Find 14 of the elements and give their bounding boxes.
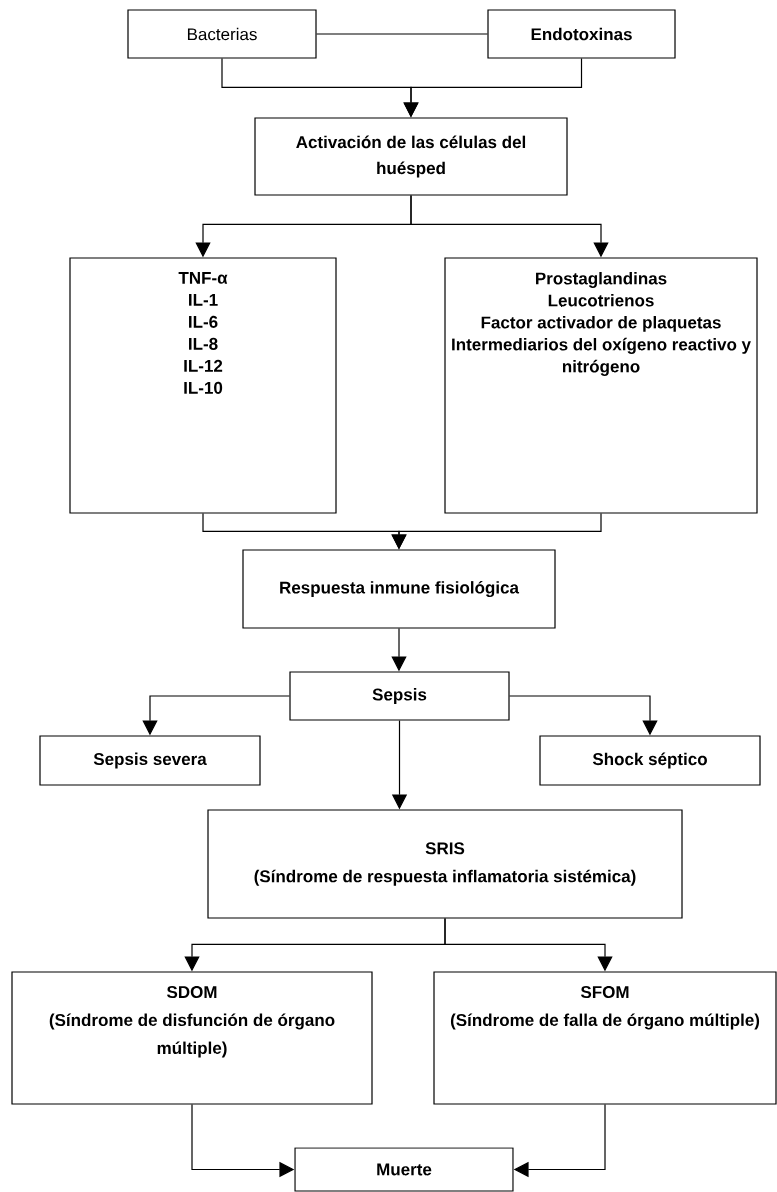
process-box: TNF-α IL-1 IL-6 IL-8 IL-12 IL-10 (69, 257, 337, 514)
process-box: Sepsis (289, 671, 510, 721)
process-box: Prostaglandinas Leucotrienos Factor activador de plaquetas Intermediarios del oxígeno reactivo y nitrógeno (444, 257, 758, 514)
process-box: Bacterias (127, 9, 317, 59)
process-box: Activación de las células del huésped (254, 117, 568, 196)
process-box: SRIS (Síndrome de respuesta inflamatoria sistémica) (207, 809, 683, 919)
process-box: Respuesta inmune fisiológica (242, 549, 556, 629)
process-box: Sepsis severa (39, 735, 261, 786)
connector-line (316, 33, 488, 35)
process-box: SDOM (Síndrome de disfunción de órgano múltiple) (11, 971, 373, 1105)
process-box: Shock séptico (539, 735, 761, 786)
process-box: SFOM (Síndrome de falla de órgano múltiple) (433, 971, 777, 1105)
process-box: Endotoxinas (487, 9, 676, 59)
process-box: Muerte (294, 1147, 514, 1192)
